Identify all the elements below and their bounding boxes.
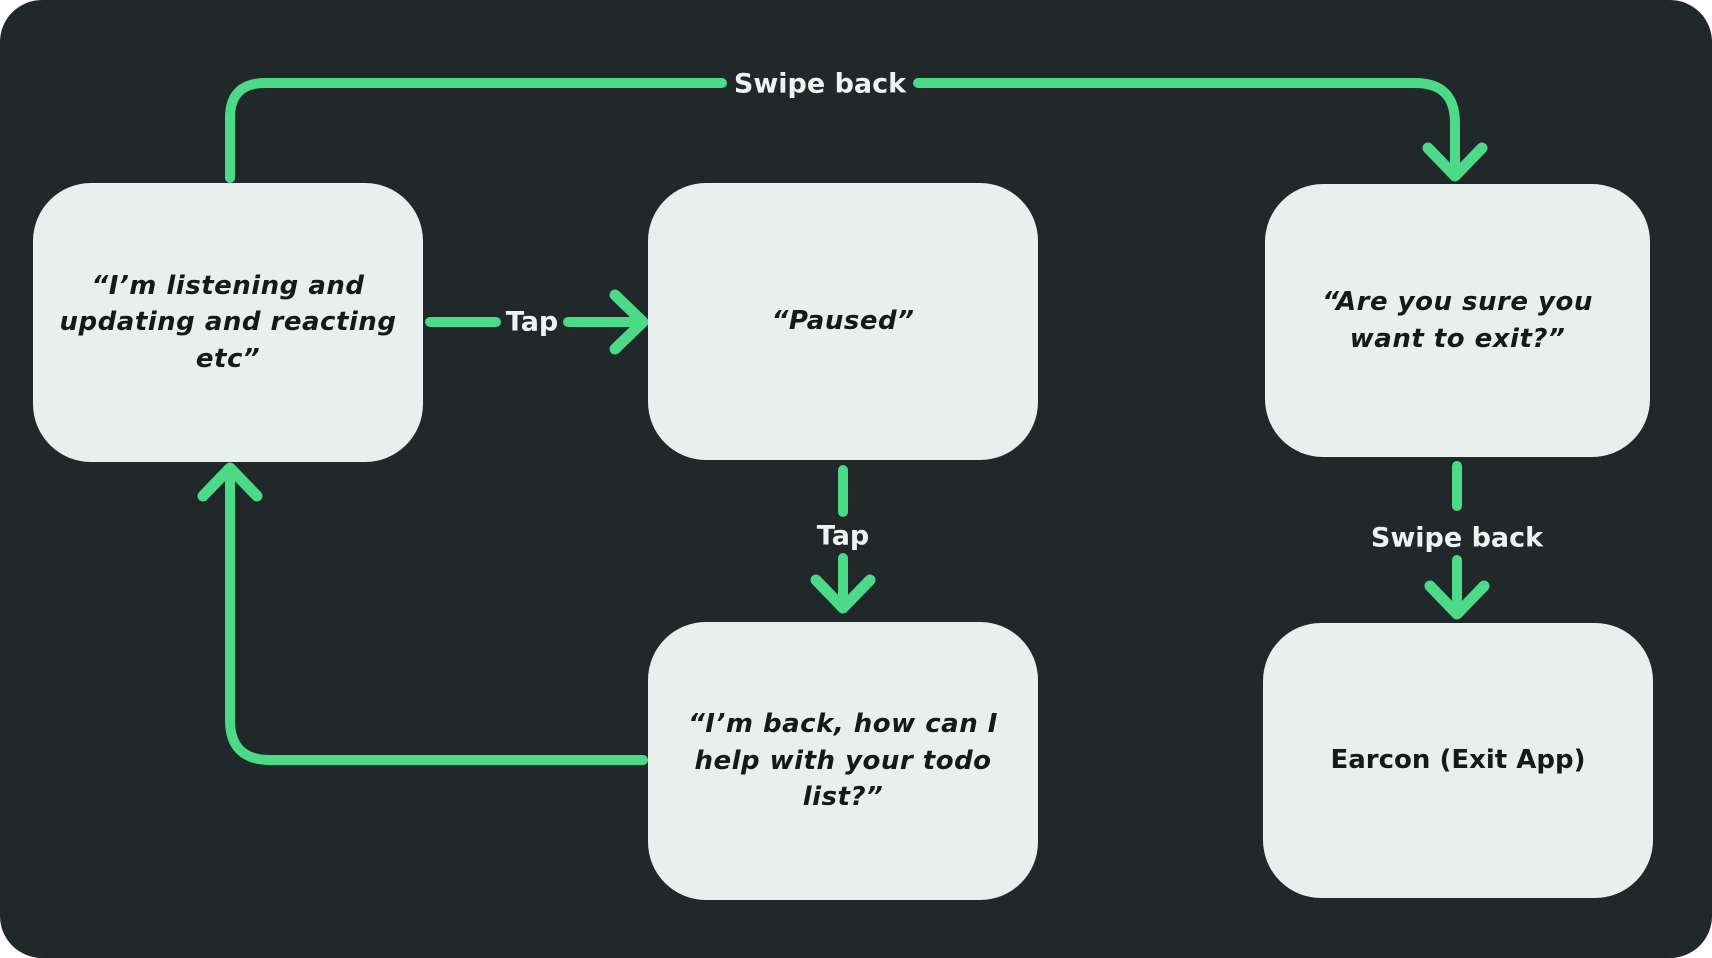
node-exit-confirm-text: “Are you sure you want to exit?” [1322, 287, 1593, 354]
arrowhead-right-icon [609, 289, 649, 355]
arrowhead-up-icon [197, 462, 263, 502]
edge-return-loop [197, 462, 648, 765]
edge-tap-right [425, 289, 649, 355]
edge-swipe-back-top [225, 78, 1488, 183]
node-paused: “Paused” [648, 183, 1038, 460]
node-paused-text: “Paused” [771, 306, 915, 337]
edge-swipe-back-top-line-left [225, 78, 727, 183]
node-back-text: “I’m back, how can I help with your todo… [688, 709, 998, 813]
edge-label-tap-right: Tap [505, 306, 559, 338]
node-listening: “I’m listening and updating and reacting… [33, 183, 423, 462]
arrowhead-down-icon [1424, 580, 1490, 620]
node-exit-confirm: “Are you sure you want to exit?” [1265, 184, 1650, 457]
arrowhead-down-icon [1422, 142, 1488, 182]
edge-label-swipe-back-top: Swipe back [733, 68, 907, 100]
edge-return-loop-line [225, 473, 648, 765]
arrowhead-down-icon [810, 574, 876, 614]
edge-label-tap-down: Tap [816, 520, 870, 552]
edge-tap-down [810, 465, 876, 614]
node-earcon-text: Earcon (Exit App) [1330, 745, 1586, 776]
node-listening-text: “I’m listening and updating and reacting… [59, 270, 397, 374]
edge-label-swipe-back-down: Swipe back [1370, 522, 1544, 554]
node-earcon: Earcon (Exit App) [1263, 623, 1653, 898]
edge-swipe-back-top-line-right [913, 78, 1460, 169]
node-back: “I’m back, how can I help with your todo… [648, 622, 1038, 900]
edge-swipe-back-down [1424, 461, 1490, 620]
